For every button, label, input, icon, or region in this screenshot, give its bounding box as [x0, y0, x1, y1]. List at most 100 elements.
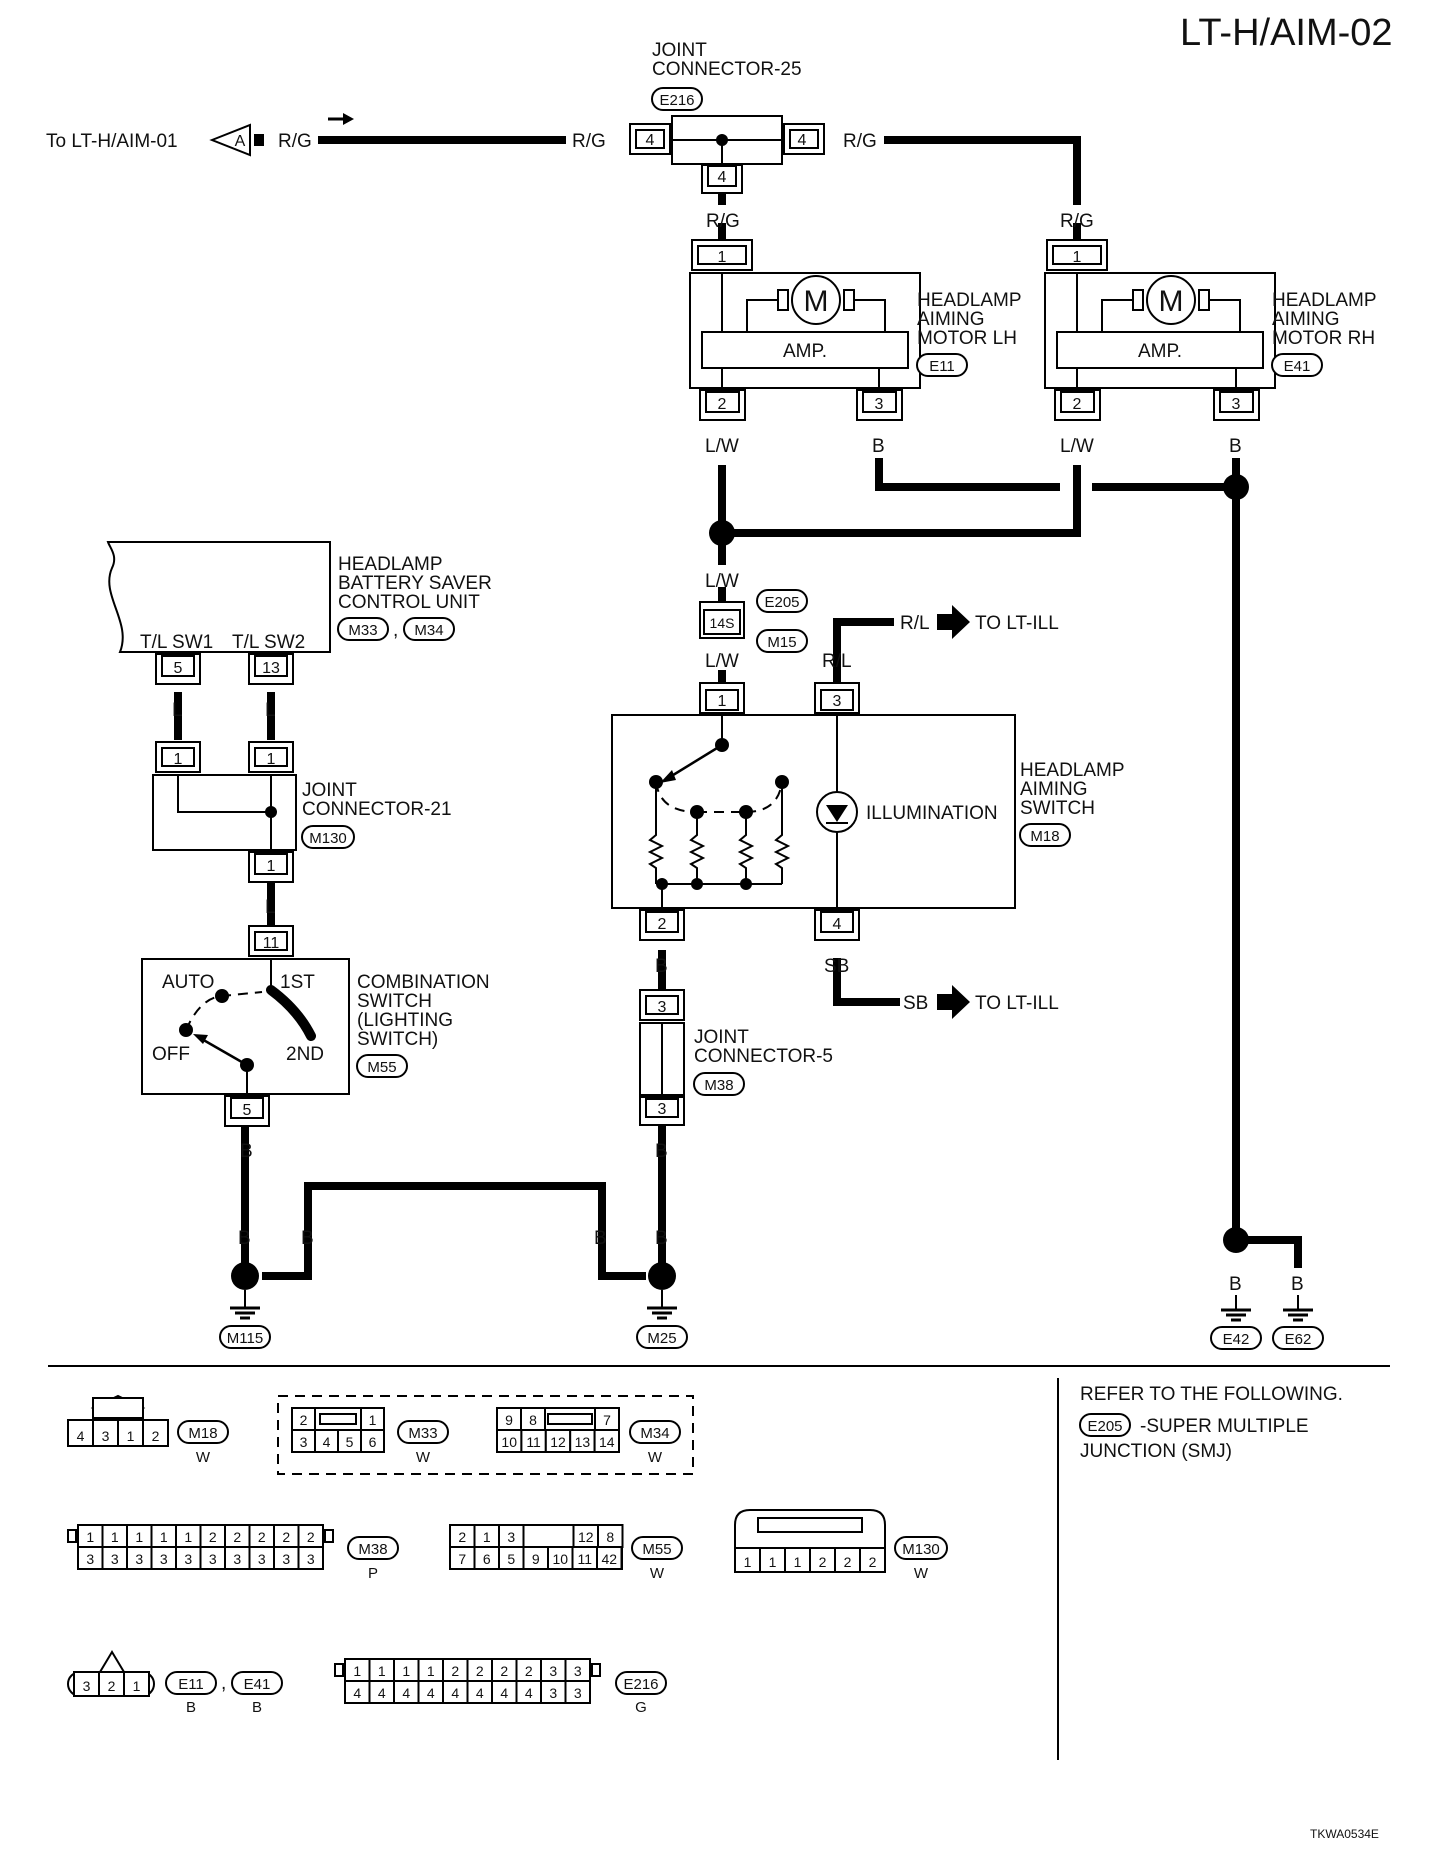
wire-color-l-1: L	[172, 700, 183, 721]
headlamp-aiming-switch[interactable]: 1 3 ILLUMINATION 2	[611, 682, 1125, 941]
pin-number: 2	[476, 1663, 484, 1679]
pin-number: 7	[458, 1551, 466, 1567]
pin-number: 3	[258, 1551, 266, 1567]
sb-to-lt-ill[interactable]: SB SB TO LT-ILL	[824, 956, 1059, 1019]
motor-rh-m: M	[1159, 285, 1184, 318]
wire-color-b-8: B	[594, 1228, 607, 1249]
battery-saver-pin-sw2: 13	[262, 660, 280, 677]
headlamp-aiming-motor-rh[interactable]: 1 M AMP. 2 3 HEADLAMP AIMING MOTOR RH E4…	[1044, 239, 1377, 457]
pin-cell	[142, 1419, 169, 1447]
aiming-switch-line3: SWITCH	[1020, 798, 1095, 819]
pin-cell	[98, 1671, 125, 1697]
rl-to-lt-ill-label: TO LT-ILL	[975, 613, 1059, 634]
pin-number: 3	[135, 1551, 143, 1567]
wire-color-l-3: L	[265, 897, 276, 918]
jc25-pin-bottom: 4	[718, 169, 727, 186]
refer-code: E205	[1087, 1418, 1122, 1435]
joint-connector-25[interactable]: JOINT CONNECTOR-25 E216 R/G 4 4 4 R/G R/…	[572, 40, 1094, 232]
legend-m34-color: W	[648, 1449, 663, 1466]
pin-number: 3	[549, 1685, 557, 1701]
wire-color-b-6: B	[238, 1228, 251, 1249]
pin-number: 2	[458, 1529, 466, 1545]
svg-text:,: ,	[393, 620, 398, 641]
ground-m25-code: M25	[647, 1330, 676, 1347]
refer-note: REFER TO THE FOLLOWING. E205 -SUPER MULT…	[1079, 1384, 1343, 1462]
pin-number: 1	[378, 1663, 386, 1679]
jc5-code: M38	[704, 1077, 733, 1094]
combo-off: OFF	[152, 1044, 190, 1065]
pin-cell	[859, 1547, 886, 1573]
pin-number: 4	[476, 1685, 484, 1701]
wires	[174, 136, 1302, 1280]
motor-rh-amp: AMP.	[1138, 341, 1182, 362]
battery-saver-sw1: T/L SW1	[140, 632, 213, 653]
pin-number: 5	[507, 1551, 515, 1567]
wire-color-b-5: B	[655, 1141, 668, 1162]
jc21-line1: JOINT	[302, 780, 357, 801]
pin-number: 2	[300, 1412, 308, 1428]
legend-e41-code: E41	[244, 1676, 271, 1693]
pin-number: 4	[323, 1434, 331, 1450]
pin-number: 2	[500, 1663, 508, 1679]
battery-saver-code1: M33	[348, 622, 377, 639]
pin-number: 3	[507, 1529, 515, 1545]
motor-lh-line3: MOTOR LH	[917, 328, 1017, 349]
combo-first: 1ST	[280, 972, 315, 993]
motor-rh-pin3: 3	[1232, 396, 1241, 413]
aiming-switch-pin1: 1	[718, 693, 727, 710]
joint-connector-5[interactable]: B 3 3 JOINT CONNECTOR-5 M38 B	[639, 956, 833, 1162]
motor-rh-pin2: 2	[1073, 396, 1082, 413]
wire-color-b-11: B	[1291, 1274, 1304, 1295]
wire-color-l-2: L	[265, 700, 276, 721]
pin-number: 1	[127, 1428, 135, 1444]
pin-number: 4	[353, 1685, 361, 1701]
offpage-connector-a[interactable]: To LT-H/AIM-01 A R/G	[46, 113, 354, 157]
pin-number: 2	[233, 1529, 241, 1545]
motor-lh-pin1: 1	[718, 249, 727, 266]
combo-line2: SWITCH	[357, 991, 432, 1012]
pin-number: 4	[378, 1685, 386, 1701]
ground-m25: M25	[636, 1262, 688, 1349]
jc21-pin-c: 1	[267, 858, 276, 875]
headlamp-aiming-motor-lh[interactable]: 1 M AMP. 2 3 HEADLAMP AIMING MOTOR LH E1…	[689, 239, 1022, 457]
battery-saver-line3: CONTROL UNIT	[338, 592, 480, 613]
wire-sb	[833, 958, 900, 1006]
aiming-switch-line1: HEADLAMP	[1020, 760, 1125, 781]
wire-color-b-10: B	[1229, 1274, 1242, 1295]
pin-number: 1	[86, 1529, 94, 1545]
jc21-pin-a: 1	[174, 751, 183, 768]
wire-b-e62	[1236, 1236, 1302, 1268]
pin-number: 3	[233, 1551, 241, 1567]
pin-number: 3	[83, 1678, 91, 1694]
jc5-pin-bottom: 3	[658, 1101, 667, 1118]
legend-e11-color: B	[186, 1699, 196, 1716]
motor-rh-line1: HEADLAMP	[1272, 290, 1377, 311]
legend-m38-color: P	[368, 1565, 378, 1582]
headlamp-battery-saver-control-unit[interactable]: T/L SW1 T/L SW2 5 13 HEADLAMP BATTERY SA…	[106, 541, 492, 721]
pin-number: 3	[282, 1551, 290, 1567]
joint-connector-21[interactable]: 1 1 1 JOINT CONNECTOR-21 M130 L	[152, 741, 452, 918]
refer-line3: JUNCTION (SMJ)	[1080, 1441, 1232, 1462]
pin-cell	[360, 1429, 385, 1453]
wire-color-b-2: B	[1229, 436, 1242, 457]
pin-cell	[297, 1546, 324, 1570]
pin-cell	[593, 1429, 620, 1453]
smj-connector[interactable]: L/W E205 14S M15 L/W	[699, 571, 808, 672]
rl-to-lt-ill[interactable]: R/L TO LT-ILL R/L	[822, 605, 1059, 672]
offpage-label: To LT-H/AIM-01	[46, 131, 178, 152]
combo-second: 2ND	[286, 1044, 324, 1065]
pin-cell	[73, 1671, 100, 1697]
ground-m115-code: M115	[227, 1330, 263, 1347]
jc25-pin-right: 4	[798, 132, 807, 149]
legend-m33-m34-group	[277, 1395, 694, 1475]
combination-switch[interactable]: 11 AUTO 1ST OFF 2ND 5 COMBINATION SWITCH…	[141, 925, 490, 1162]
jc5-line1: JOINT	[694, 1027, 749, 1048]
legend-e11-code: E11	[178, 1676, 204, 1693]
pin-number: 6	[483, 1551, 491, 1567]
wire-color-rg-2: R/G	[572, 131, 606, 152]
